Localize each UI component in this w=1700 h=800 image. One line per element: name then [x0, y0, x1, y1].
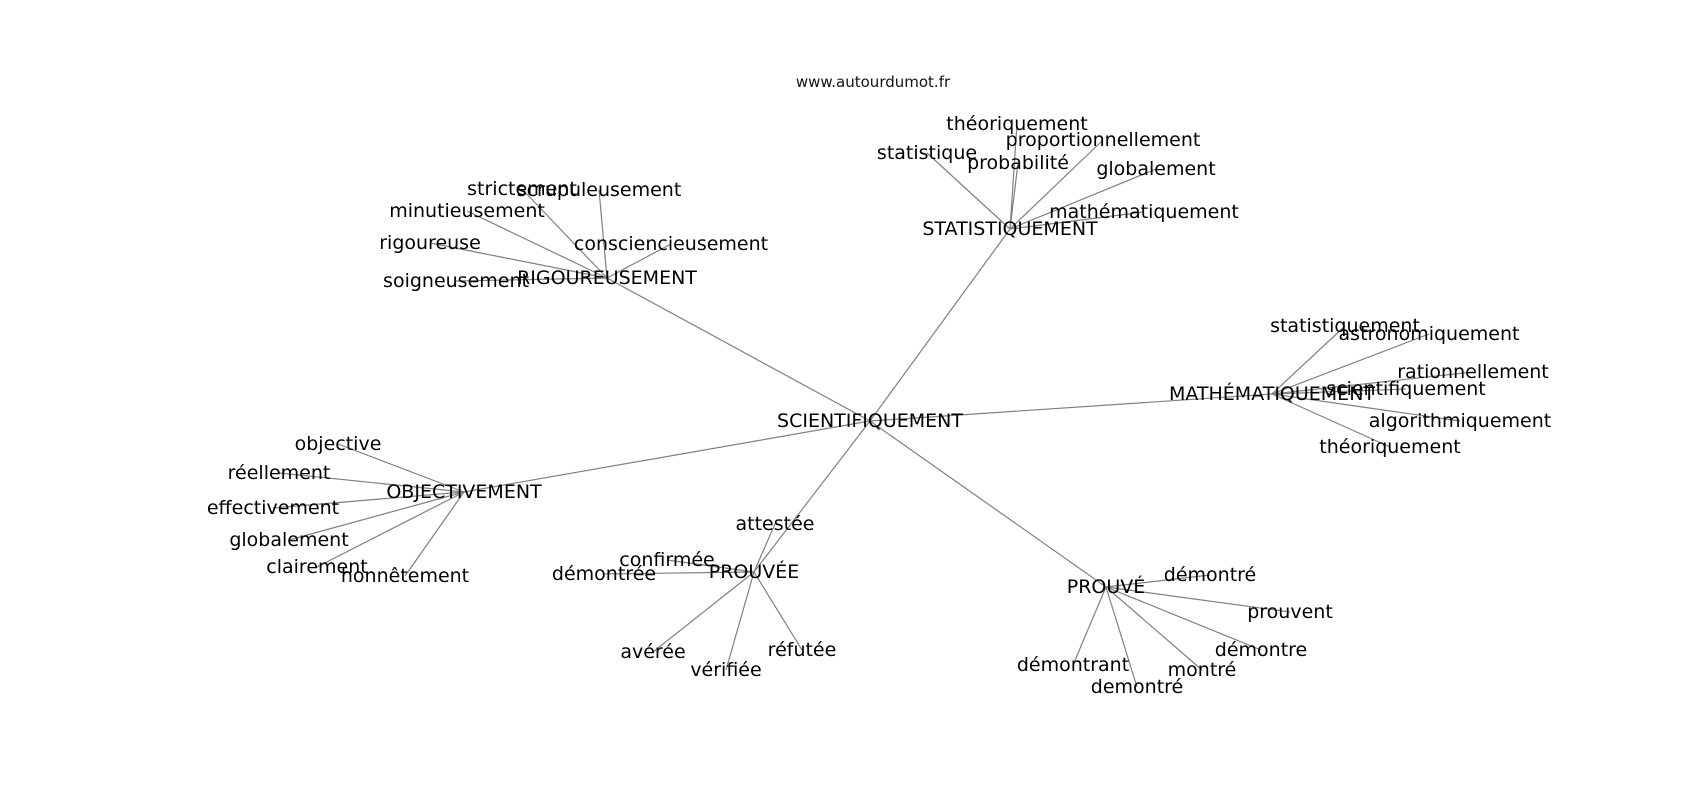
edge-hub-leaf — [1105, 586, 1138, 688]
edge-hub-leaf — [753, 523, 776, 573]
leaf-node: proportionnellement — [1005, 129, 1201, 151]
leaf-node: algorithmiquement — [1368, 410, 1552, 432]
edge-hub-leaf — [1271, 371, 1474, 395]
edge-hub-leaf — [466, 210, 608, 279]
edge-center-hub — [869, 393, 1273, 422]
edge-hub-leaf — [1271, 393, 1461, 422]
leaf-node: montré — [1167, 659, 1237, 681]
leaf-node: démontre — [1214, 639, 1308, 661]
site-url: www.autourdumot.fr — [795, 73, 951, 91]
leaf-node: démontrée — [551, 563, 657, 585]
hub-node: RIGOUREUSEMENT — [517, 267, 697, 289]
leaf-node: démontrant — [1016, 654, 1130, 676]
edge-hub-leaf — [1009, 123, 1018, 230]
leaf-node: rigoureuse — [379, 232, 481, 254]
edge-hub-leaf — [753, 571, 803, 651]
edge-hub-leaf — [404, 491, 465, 577]
edge-hub-leaf — [1009, 168, 1157, 230]
edge-hub-leaf — [725, 571, 755, 671]
edge-hub-leaf — [1271, 333, 1430, 395]
edge-hub-leaf — [1072, 586, 1107, 666]
edge-hub-leaf — [1105, 586, 1203, 671]
hub-node: STATISTIQUEMENT — [922, 218, 1098, 240]
edge-center-hub — [753, 420, 871, 573]
edge-hub-leaf — [429, 242, 608, 279]
edge-hub-leaf — [521, 188, 608, 279]
edge-hub-leaf — [1009, 162, 1019, 230]
edge-hub-leaf — [1009, 211, 1145, 230]
hub-node: OBJECTIVEMENT — [386, 481, 542, 503]
leaf-node: consciencieusement — [573, 233, 769, 255]
edge-hub-leaf — [455, 277, 608, 282]
edge-hub-leaf — [603, 571, 755, 575]
leaf-node: vérifiée — [690, 659, 762, 681]
edge-hub-leaf — [606, 243, 672, 279]
edge-hub-leaf — [926, 152, 1011, 230]
leaf-node: globalement — [229, 529, 349, 551]
edge-hub-leaf — [1105, 586, 1291, 613]
hub-node: PROUVÉE — [708, 561, 800, 583]
leaf-node: prouvent — [1247, 601, 1333, 623]
leaf-node: astronomiquement — [1338, 323, 1520, 345]
edge-hub-leaf — [1271, 393, 1391, 448]
edge-hub-leaf — [666, 559, 755, 573]
center-node: SCIENTIFIQUEMENT — [777, 410, 963, 432]
leaf-node: globalement — [1096, 158, 1216, 180]
edge-hub-leaf — [652, 571, 755, 653]
edge-hub-leaf — [278, 472, 465, 493]
hub-node: MATHÉMATIQUEMENT — [1168, 383, 1376, 405]
edge-center-hub — [869, 420, 1107, 588]
leaf-node: réellement — [227, 462, 331, 484]
leaf-node: confirmée — [619, 549, 715, 571]
leaf-node: demontré — [1090, 676, 1184, 698]
edge-hub-leaf — [598, 189, 608, 279]
leaf-node: scrupuleusement — [516, 179, 682, 201]
edge-center-hub — [463, 420, 871, 493]
leaf-node: théoriquement — [946, 113, 1088, 135]
edge-hub-leaf — [1105, 574, 1211, 588]
leaf-node: honnêtement — [340, 565, 470, 587]
leaf-node: avérée — [620, 641, 686, 663]
edge-hub-leaf — [288, 491, 465, 541]
leaf-node: objective — [294, 433, 382, 455]
edge-center-hub — [606, 277, 871, 422]
leaf-node: minutieusement — [389, 200, 545, 222]
edge-hub-leaf — [316, 491, 465, 568]
leaf-node: mathématiquement — [1049, 201, 1239, 223]
leaf-node: soigneusement — [383, 270, 529, 292]
leaf-node: scientifiquement — [1326, 378, 1486, 400]
edge-hub-leaf — [1271, 325, 1346, 395]
leaf-node: strictement — [467, 178, 577, 200]
leaf-node: réfutée — [767, 639, 837, 661]
leaf-node: clairement — [266, 556, 368, 578]
leaf-node: rationnellement — [1397, 361, 1549, 383]
edge-center-hub — [869, 228, 1011, 422]
leaf-node: théoriquement — [1319, 436, 1461, 458]
edge-hub-leaf — [1271, 388, 1407, 395]
leaf-node: statistiquement — [1270, 315, 1420, 337]
leaf-node: effectivement — [206, 497, 340, 519]
edge-hub-leaf — [1009, 139, 1104, 230]
edge-hub-leaf — [272, 491, 465, 509]
leaf-node: attestée — [735, 513, 815, 535]
edge-hub-leaf — [1105, 586, 1262, 651]
hub-node: PROUVÉ — [1066, 576, 1146, 598]
leaf-node: probabilité — [967, 152, 1069, 174]
edge-hub-leaf — [337, 443, 465, 493]
leaf-node: statistique — [876, 142, 978, 164]
leaf-node: démontré — [1163, 564, 1257, 586]
